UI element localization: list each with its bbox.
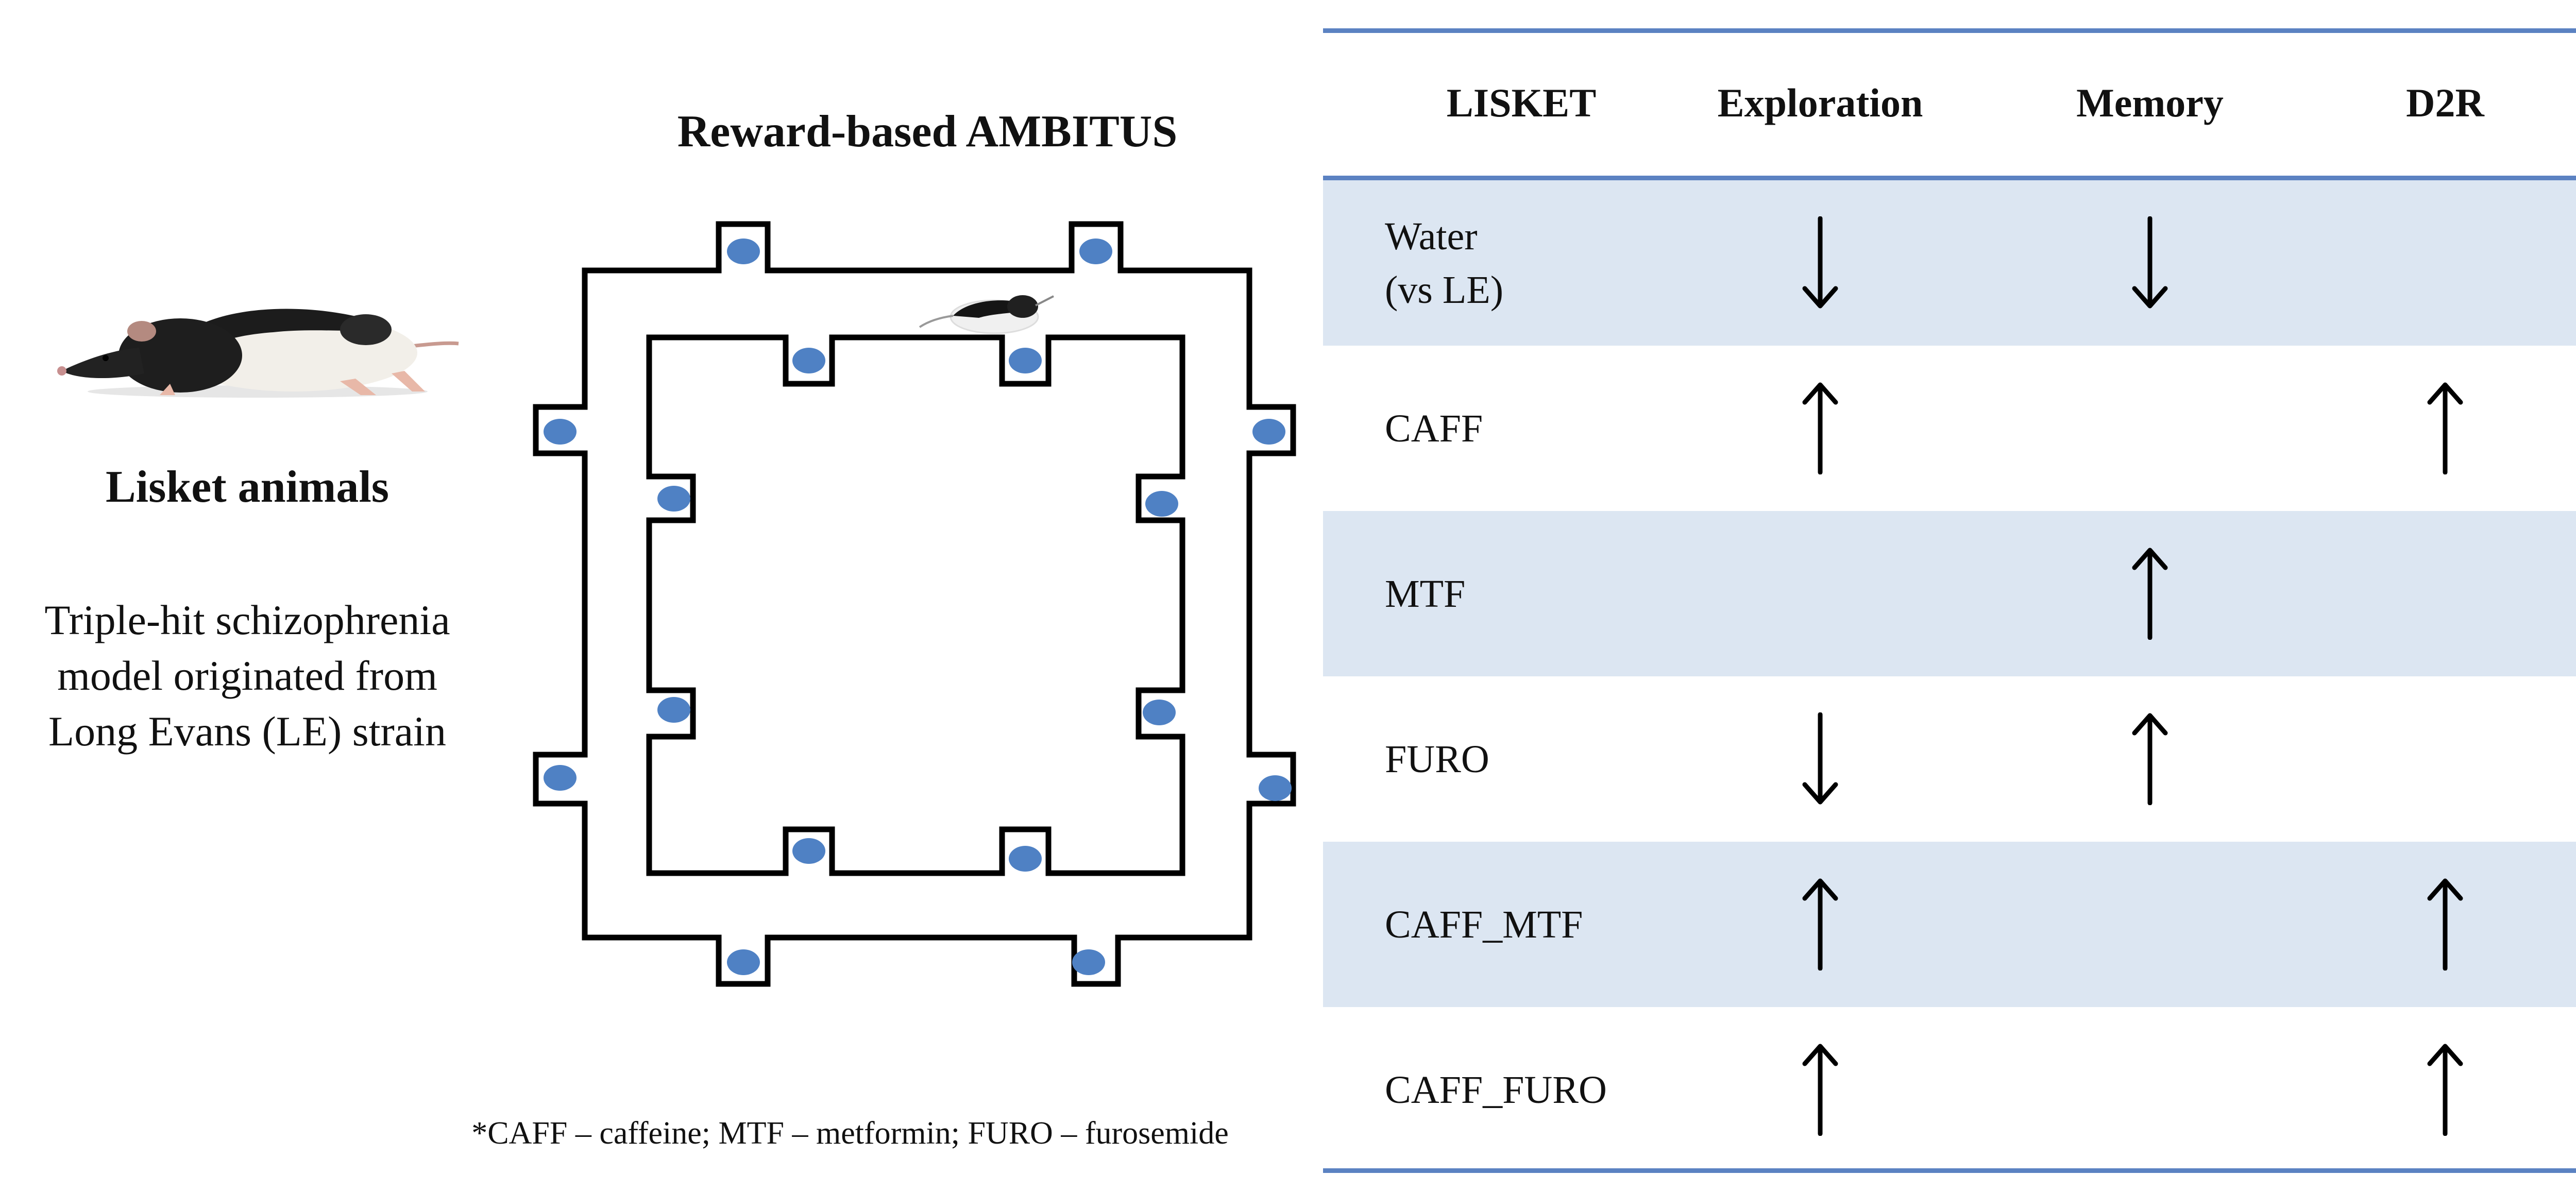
arrow-up-icon [1802,1044,1838,1136]
table-row: MTF [1323,511,2576,676]
reward-dot [1252,419,1285,445]
row-label-line: FURO [1385,737,1489,781]
reward-dot [727,239,760,264]
description-line: model originated from [57,652,437,699]
arrow-up-icon [2132,548,2168,640]
description-line: Triple-hit schizophrenia [44,597,450,643]
memory-cell [2047,180,2253,346]
ambitus-maze-diagram [533,221,1296,987]
table-row: Water (vs LE) [1323,180,2576,346]
table-row: CAFF_MTF [1323,842,2576,1007]
maze-outer-wall [533,221,1296,987]
maze-rat-icon [919,295,1054,334]
row-label: Water (vs LE) [1385,210,1503,317]
reward-dot [1145,491,1178,517]
reward-dot [727,949,760,975]
row-label: CAFF_FURO [1385,1063,1607,1117]
reward-dot [1259,775,1292,801]
table-row: FURO [1323,676,2576,842]
exploration-cell [1717,180,1923,346]
reward-dot [657,697,690,723]
reward-dot [792,348,825,373]
rat-photo [57,309,459,398]
reward-dot [1009,846,1042,872]
d2r-cell [2342,1007,2548,1172]
arrow-up-icon [2427,878,2463,970]
row-label-line: Water [1385,214,1478,258]
table-top-rule [1323,28,2576,33]
table-header-rule [1323,176,2576,180]
description-line: Long Evans (LE) strain [48,708,446,755]
row-label: MTF [1385,567,1465,621]
reward-dot [792,838,825,864]
row-label-line: CAFF_FURO [1385,1068,1607,1112]
table-row: CAFF [1323,346,2576,511]
table-row: CAFF_FURO [1323,1007,2576,1172]
header-d2r: D2R [2406,80,2484,125]
memory-cell [2047,511,2253,676]
exploration-cell [1717,346,1923,511]
arrow-up-icon [1802,382,1838,474]
row-label-line: (vs LE) [1385,268,1504,312]
maze-title: Reward-based AMBITUS [677,107,1178,157]
reward-dot [544,419,577,445]
arrow-up-icon [2427,382,2463,474]
row-label-line: MTF [1385,572,1466,616]
reward-dot [1009,348,1042,373]
arrow-down-icon [1802,712,1838,805]
row-label-line: CAFF [1385,406,1483,450]
reward-dot [1072,949,1105,975]
header-lisket: LISKET [1446,80,1597,125]
lisket-title: Lisket animals [105,462,389,512]
arrow-up-icon [1802,878,1838,970]
lisket-description: Triple-hit schizophrenia model originate… [0,592,495,759]
header-memory: Memory [2076,80,2224,125]
reward-dot [1079,239,1112,264]
d2r-cell [2342,842,2548,1007]
exploration-cell [1717,676,1923,842]
d2r-cell [2342,346,2548,511]
reward-dot [657,486,690,512]
row-label: FURO [1385,733,1489,786]
arrow-up-icon [2132,713,2168,805]
reward-dot [1143,700,1176,725]
exploration-cell [1717,842,1923,1007]
arrow-up-icon [2427,1044,2463,1136]
exploration-cell [1717,1007,1923,1172]
results-table: LISKET Exploration Memory D2R Water (vs L… [1323,28,2576,1173]
row-label: CAFF_MTF [1385,898,1583,951]
table-bottom-rule [1323,1168,2576,1173]
maze-inner-wall [646,334,1185,876]
memory-cell [2047,676,2253,842]
header-exploration: Exploration [1717,80,1923,125]
row-label-line: CAFF_MTF [1385,902,1583,946]
row-label: CAFF [1385,402,1483,455]
arrow-down-icon [2132,216,2168,309]
arrow-down-icon [1802,216,1838,309]
abbreviation-footnote: *CAFF – caffeine; MTF – metformin; FURO … [471,1116,1229,1151]
reward-dot [544,765,577,791]
